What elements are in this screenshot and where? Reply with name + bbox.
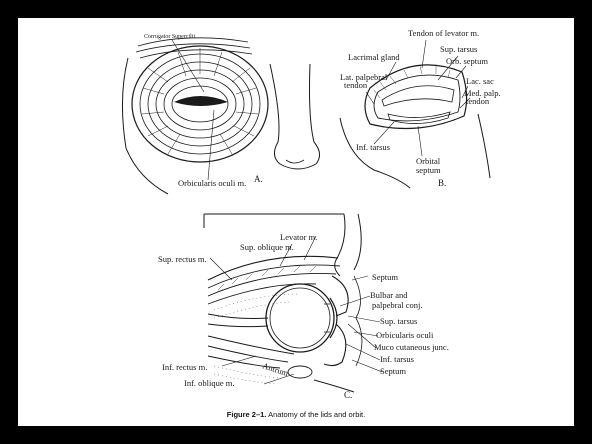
figure-caption: Figure 2–1. Anatomy of the lids and orbi… <box>18 410 574 419</box>
bulbar-label: Bulbar and <box>370 290 408 300</box>
med-palp-tendon-label: tendon <box>466 96 490 106</box>
anatomy-figure: Corrugator Supercilii Orbicularis oculi … <box>18 18 574 426</box>
figure-caption-text: Anatomy of the lids and orbit. <box>268 410 365 419</box>
slide: Corrugator Supercilii Orbicularis oculi … <box>18 18 574 426</box>
inf-oblique-label: Inf. oblique m. <box>184 378 235 388</box>
antrum-label: Antrum <box>261 360 290 378</box>
mucocutaneous-label: Muco cutaneous junc. <box>374 342 449 352</box>
orb-septum-label: Orb. septum <box>446 56 488 66</box>
septum-top-label: Septum <box>372 272 398 282</box>
sup-rectus-label: Sup. rectus m. <box>158 254 207 264</box>
lac-sac-label: Lac. sac <box>466 76 494 86</box>
panel-c-letter: C. <box>344 390 352 400</box>
figure-number: Figure 2–1. <box>227 410 267 419</box>
sup-tarsus-c-label: Sup. tarsus <box>380 316 417 326</box>
palpebral-conj-label: palpebral conj. <box>372 300 423 310</box>
inf-rectus-label: Inf. rectus m. <box>162 362 207 372</box>
lacrimal-gland-label: Lacrimal gland <box>348 52 400 62</box>
orbital-septum-label: septum <box>416 165 441 175</box>
sup-tarsus-label: Sup. tarsus <box>440 44 477 54</box>
lat-palpebral-tendon-label: tendon <box>344 80 368 90</box>
panel-a-letter: A. <box>254 174 263 184</box>
levator-label: Levator m. <box>280 232 317 242</box>
panel-b-letter: B. <box>438 178 446 188</box>
inf-tarsus-label: Inf. tarsus <box>356 142 390 152</box>
corrugator-label: Corrugator Supercilii <box>144 34 195 40</box>
panel-a-illustration <box>122 38 319 194</box>
orbicularis-c-label: Orbicularis oculi <box>376 330 434 340</box>
sup-oblique-label: Sup. oblique m. <box>240 242 294 252</box>
inf-tarsus-c-label: Inf. tarsus <box>380 354 414 364</box>
septum-bottom-label: Septum <box>380 366 406 376</box>
tendon-levator-label: Tendon of levator m. <box>408 28 479 38</box>
orbicularis-oculi-label: Orbicularis oculi m. <box>178 178 246 188</box>
